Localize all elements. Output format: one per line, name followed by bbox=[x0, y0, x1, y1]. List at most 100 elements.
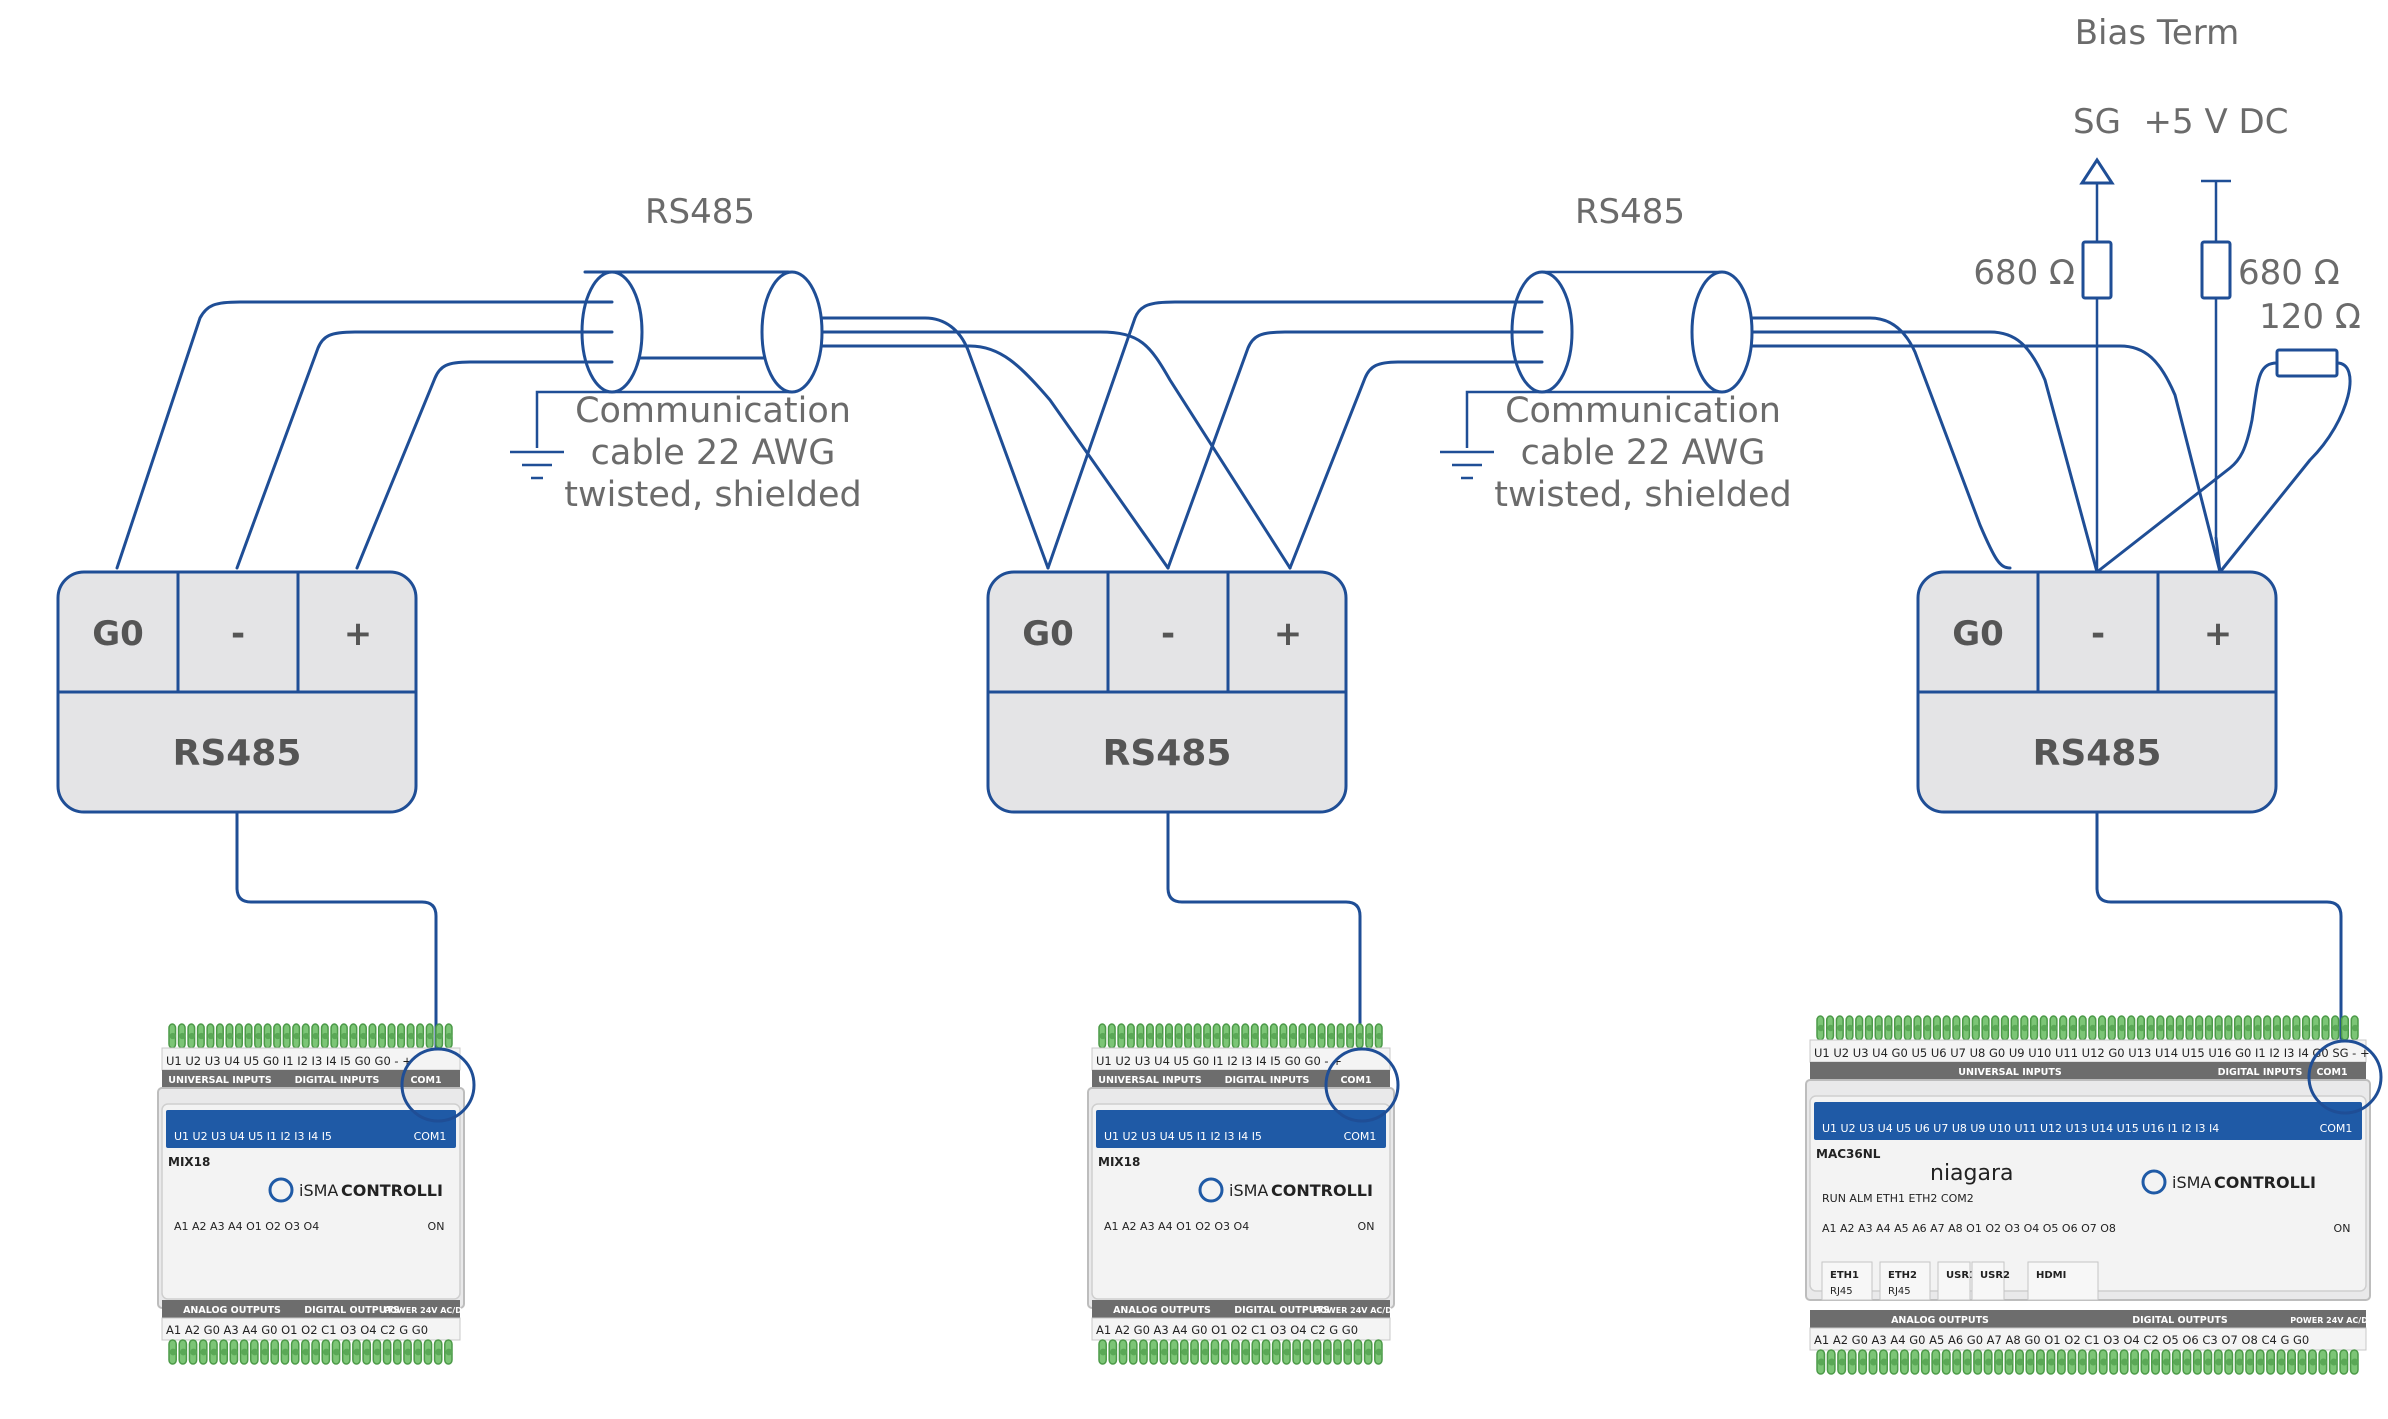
device-front-panel bbox=[1091, 1103, 1391, 1300]
top-terminal-labels: U1 U2 U3 U4 U5 G0 I1 I2 I3 I4 I5 G0 G0 -… bbox=[166, 1054, 412, 1068]
terminal-screw-head bbox=[2313, 1024, 2320, 1032]
terminal-screw-head bbox=[1156, 1032, 1164, 1040]
cable-1-desc-line1: Communication bbox=[575, 391, 851, 431]
terminal-screw-head bbox=[2041, 1024, 2048, 1032]
terminal-screw-head bbox=[303, 1032, 310, 1040]
terminal-screw-head bbox=[1934, 1024, 1941, 1032]
port-usr1 bbox=[1937, 1261, 1971, 1301]
terminal-screw-head bbox=[2204, 1358, 2212, 1366]
terminal-screw-head bbox=[283, 1032, 291, 1040]
terminal-screw-head bbox=[2330, 1358, 2338, 1366]
on-led-label: ON bbox=[2334, 1222, 2351, 1235]
rs485-block-3: G0-+RS485 bbox=[1916, 570, 2278, 814]
terminal-screw-head bbox=[363, 1348, 371, 1356]
block-title: RS485 bbox=[1103, 733, 1232, 774]
led-row-labels: U1 U2 U3 U4 U5 U6 U7 U8 U9 U10 U11 U12 U… bbox=[1822, 1122, 2219, 1135]
ground-symbol-2 bbox=[1440, 390, 1542, 480]
terminal-screw-head bbox=[1233, 1032, 1240, 1040]
terminal-screw-head bbox=[1849, 1358, 1857, 1366]
terminal-screw-head bbox=[2351, 1024, 2359, 1032]
terminal-screw-head bbox=[1914, 1024, 1922, 1032]
terminal-screw-head bbox=[1232, 1348, 1240, 1356]
terminal-minus-label: - bbox=[1161, 614, 1175, 654]
terminal-screw-head bbox=[2138, 1024, 2145, 1032]
port-eth2-sub: RJ45 bbox=[1888, 1286, 1911, 1297]
brand-logo-icon bbox=[2141, 1169, 2167, 1195]
terminal-screw-head bbox=[2267, 1358, 2275, 1366]
terminal-screw-head bbox=[1837, 1024, 1844, 1032]
terminal-screw-head bbox=[2225, 1024, 2233, 1032]
terminal-screw-head bbox=[2264, 1024, 2271, 1032]
terminal-screw-head bbox=[1817, 1024, 1825, 1032]
brand-logo-icon bbox=[1198, 1177, 1224, 1203]
led-row-labels: U1 U2 U3 U4 U5 I1 I2 I3 I4 I5 bbox=[1104, 1130, 1262, 1143]
terminal-screw-head bbox=[2303, 1024, 2310, 1032]
terminal-screw-head bbox=[1973, 1024, 1980, 1032]
terminal-screw-head bbox=[217, 1032, 224, 1040]
terminal-screw-head bbox=[1905, 1024, 1912, 1032]
wire-block2-device2 bbox=[1166, 810, 1362, 1080]
brand-name-light: iSMA bbox=[299, 1181, 338, 1200]
terminal-screw-head bbox=[1181, 1348, 1189, 1356]
terminal-screw-head bbox=[394, 1348, 402, 1356]
terminal-screw-head bbox=[2309, 1358, 2317, 1366]
block-title: RS485 bbox=[2033, 733, 2162, 774]
terminal-screw-head bbox=[353, 1348, 361, 1356]
terminal-minus-label: - bbox=[2091, 614, 2105, 654]
wire-block1-device1 bbox=[235, 810, 438, 1080]
terminal-screw-head bbox=[1318, 1032, 1326, 1040]
bottom-section-bar bbox=[1092, 1300, 1390, 1318]
terminal-screw-head bbox=[2186, 1024, 2194, 1032]
terminal-screw-head bbox=[251, 1348, 259, 1356]
terminal-screw-head bbox=[1953, 1024, 1961, 1032]
terminal-screw-head bbox=[388, 1032, 396, 1040]
terminal-screw-head bbox=[1109, 1032, 1116, 1040]
wire-b2-plus bbox=[1288, 360, 1544, 570]
top-section-2: DIGITAL INPUTS bbox=[1225, 1075, 1310, 1086]
terminal-screw-head bbox=[1856, 1024, 1863, 1032]
terminal-screw-head bbox=[2110, 1358, 2118, 1366]
bottom-section-2: DIGITAL OUTPUTS bbox=[304, 1305, 400, 1316]
top-section-2: DIGITAL INPUTS bbox=[2218, 1067, 2303, 1078]
top-section-1: UNIVERSAL INPUTS bbox=[1958, 1067, 2062, 1078]
terminal-screw-head bbox=[1128, 1032, 1135, 1040]
bottom-section-2: DIGITAL OUTPUTS bbox=[1234, 1305, 1330, 1316]
cable-1-title: RS485 bbox=[645, 192, 755, 232]
terminal-screw-head bbox=[2215, 1024, 2223, 1032]
cable-2-desc-line1: Communication bbox=[1505, 391, 1781, 431]
terminal-screw-head bbox=[1299, 1032, 1307, 1040]
term-wire-left bbox=[2095, 361, 2279, 574]
terminal-screw-head bbox=[1204, 1032, 1211, 1040]
terminal-screw-head bbox=[1109, 1348, 1117, 1356]
com1-highlight-3 bbox=[2307, 1039, 2383, 1115]
bottom-label-strip bbox=[161, 1317, 461, 1341]
terminal-screw-head bbox=[2047, 1358, 2055, 1366]
terminal-screw-head bbox=[1859, 1358, 1867, 1366]
terminal-screw-head bbox=[2236, 1358, 2244, 1366]
terminal-screw-head bbox=[1140, 1348, 1148, 1356]
bottom-section-3: POWER 24V AC/DC bbox=[384, 1306, 468, 1315]
sg-label: SG bbox=[2073, 102, 2121, 142]
top-section-3: COM1 bbox=[1340, 1075, 1371, 1086]
terminal-plus-label: + bbox=[344, 614, 373, 654]
terminal-screw-head bbox=[1290, 1032, 1297, 1040]
terminal-screw-head bbox=[1875, 1024, 1883, 1032]
led-band bbox=[166, 1110, 456, 1148]
terminal-screw-head bbox=[1324, 1348, 1332, 1356]
device-model: MAC36NL bbox=[1816, 1147, 1881, 1161]
terminal-screw-head bbox=[1911, 1358, 1919, 1366]
output-led-labels: A1 A2 A3 A4 O1 O2 O3 O4 bbox=[174, 1220, 319, 1233]
terminal-screw-head bbox=[1212, 1348, 1219, 1356]
terminal-screw-head bbox=[331, 1032, 339, 1040]
terminal-screw-head bbox=[179, 1032, 186, 1040]
led-com-label: COM1 bbox=[414, 1130, 447, 1143]
terminal-screw-head bbox=[1376, 1032, 1383, 1040]
bottom-terminal-labels: A1 A2 G0 A3 A4 G0 O1 O2 C1 O3 O4 C2 G G0 bbox=[1096, 1323, 1358, 1337]
terminal-screw-head bbox=[1347, 1032, 1354, 1040]
wire-b2-minus bbox=[1166, 330, 1544, 570]
led-com-label: COM1 bbox=[2320, 1122, 2353, 1135]
terminal-screw-head bbox=[1885, 1024, 1893, 1032]
terminal-screw-head bbox=[179, 1348, 187, 1356]
terminal-screw-head bbox=[1293, 1348, 1301, 1356]
